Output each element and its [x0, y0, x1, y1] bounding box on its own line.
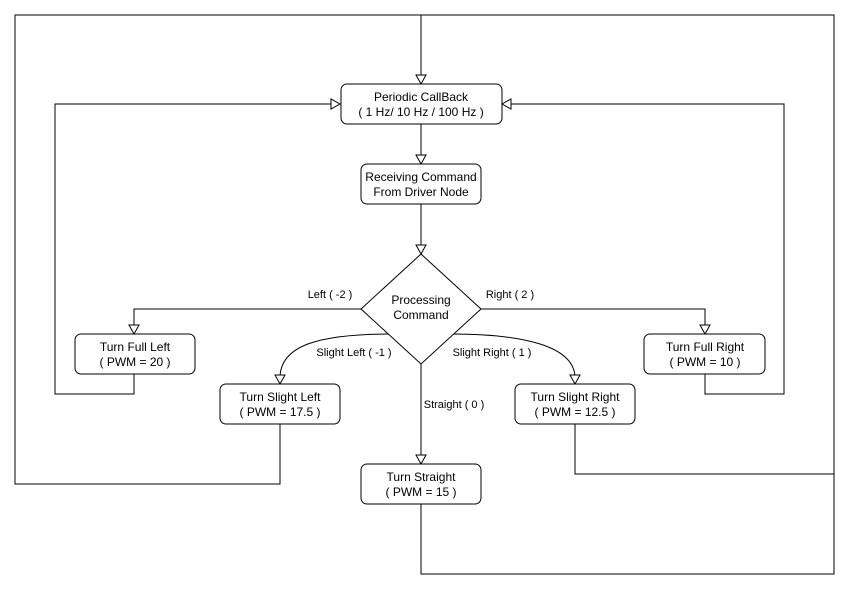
feedback-full-left [54, 103, 334, 395]
edge-slight-left [279, 333, 392, 379]
edge-right [481, 308, 706, 328]
node-turn-slight-left: Turn Slight Left ( PWM = 17.5 ) [219, 383, 341, 425]
node-turn-full-right: Turn Full Right ( PWM = 10 ) [643, 333, 766, 375]
node-periodic-callback: Periodic CallBack ( 1 Hz/ 10 Hz / 100 Hz… [340, 83, 503, 125]
feedback-slight-left [14, 14, 422, 485]
node-slight-right-line1: Turn Slight Right [531, 390, 621, 404]
arrowhead [699, 324, 711, 336]
node-processing-command: Processing Command [360, 253, 482, 365]
node-receive-line1: Receiving Command [365, 170, 476, 184]
node-processing-line2: Command [393, 308, 448, 322]
node-straight-line1: Turn Straight [387, 470, 457, 484]
arrowhead [500, 98, 512, 110]
arrowhead [415, 74, 427, 86]
node-straight-line2: ( PWM = 15 ) [385, 485, 456, 499]
arrowhead [274, 374, 286, 386]
node-periodic-line1: Periodic CallBack [374, 90, 469, 104]
edge-label-slight-right: Slight Right ( 1 ) [453, 347, 532, 359]
node-turn-straight: Turn Straight ( PWM = 15 ) [360, 463, 482, 505]
arrowhead [330, 98, 342, 110]
node-slight-right-line2: ( PWM = 12.5 ) [534, 405, 615, 419]
edge-label-slight-left: Slight Left ( -1 ) [316, 347, 391, 359]
arrowhead [128, 324, 140, 336]
node-full-right-line1: Turn Full Right [666, 340, 745, 354]
node-turn-slight-right: Turn Slight Right ( PWM = 12.5 ) [514, 383, 636, 425]
node-processing-line1: Processing [391, 293, 450, 307]
arrowhead [569, 374, 581, 386]
feedback-slight-right [574, 424, 834, 475]
edge-label-straight: Straight ( 0 ) [424, 399, 485, 411]
node-receive-line2: From Driver Node [373, 185, 469, 199]
edge-label-left: Left ( -2 ) [308, 289, 353, 301]
node-turn-full-left: Turn Full Left ( PWM = 20 ) [74, 333, 196, 375]
feedback-straight [420, 14, 835, 575]
node-receiving-command: Receiving Command From Driver Node [360, 163, 482, 205]
node-slight-left-line1: Turn Slight Left [240, 390, 322, 404]
edge-slight-right [450, 333, 576, 379]
node-periodic-line2: ( 1 Hz/ 10 Hz / 100 Hz ) [358, 105, 483, 119]
feedback-full-right [508, 103, 785, 395]
node-slight-left-line2: ( PWM = 17.5 ) [239, 405, 320, 419]
arrowhead [415, 154, 427, 166]
node-full-left-line2: ( PWM = 20 ) [99, 355, 170, 369]
arrowhead [415, 454, 427, 466]
edge-left [133, 308, 361, 328]
arrowhead [415, 244, 427, 256]
node-full-right-line2: ( PWM = 10 ) [669, 355, 740, 369]
edge-label-right: Right ( 2 ) [486, 289, 534, 301]
node-full-left-line1: Turn Full Left [100, 340, 171, 354]
